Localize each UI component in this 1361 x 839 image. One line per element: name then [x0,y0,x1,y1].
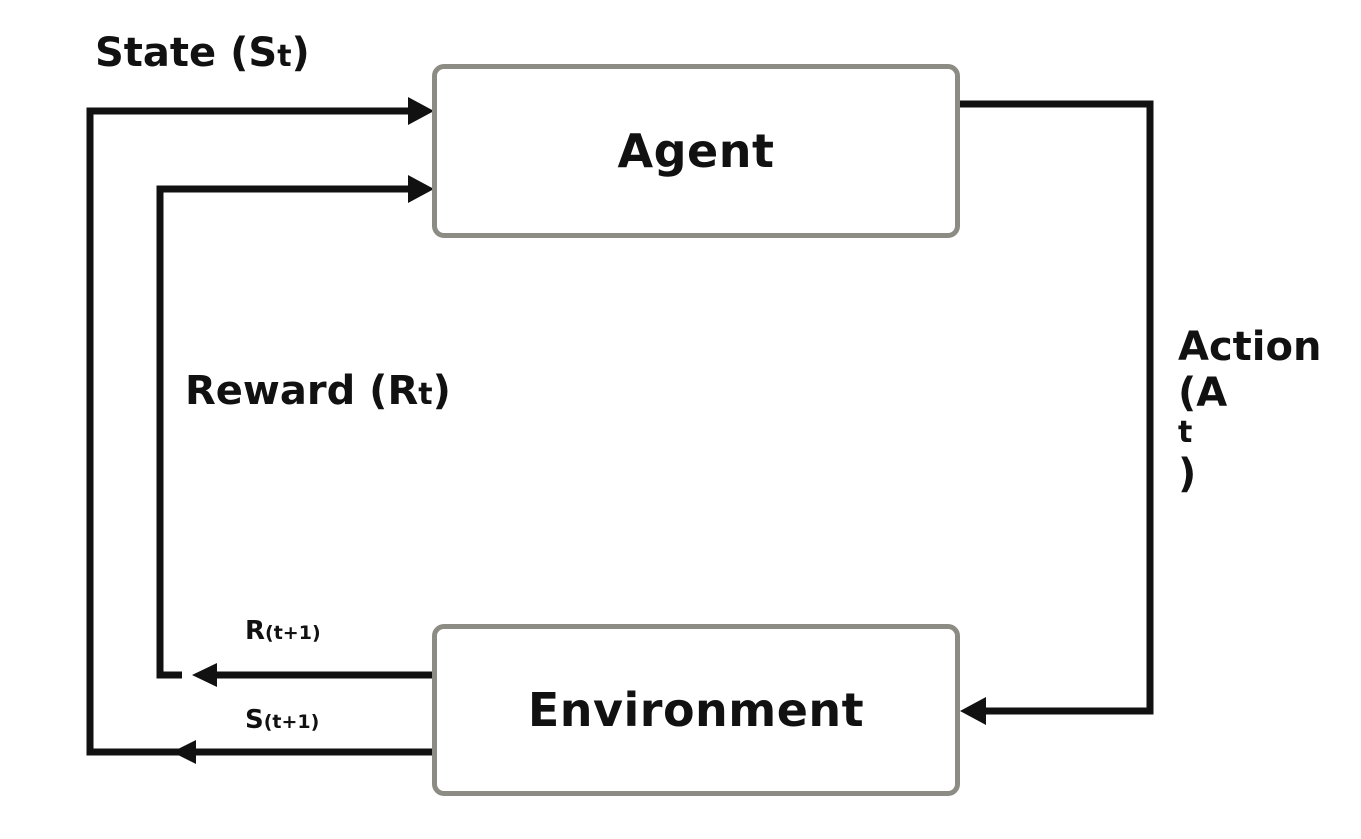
reward-label-text: Reward (R [185,368,419,414]
action-label-open: (A [1178,370,1228,416]
state-next-text: S [245,705,264,735]
reward-next-text: R [245,616,266,646]
reward-next-subscript: (t+1) [265,622,321,644]
s-next-arrowhead [172,740,196,764]
agent-label: Agent [617,124,775,178]
r-next-arrowhead [192,663,217,687]
action-connector [960,100,1154,715]
environment-box: Environment [432,624,960,796]
state-label-text: State (S [95,30,278,76]
action-label-subscript: t [1178,415,1193,450]
reward-label: Reward (Rt) [185,368,451,414]
state-arrowhead [408,97,434,125]
state-label-close: ) [291,30,310,76]
state-label: State (St) [95,30,310,76]
state-next-label: S(t+1) [245,705,319,735]
agent-box: Agent [432,64,960,238]
environment-label: Environment [527,683,865,737]
action-arrowhead [960,697,986,725]
action-label-line1: Action [1178,324,1322,370]
action-label-close: ) [1178,450,1197,497]
state-connector [86,107,432,756]
reward-arrowhead [408,175,434,203]
reward-next-label: R(t+1) [245,616,321,646]
state-label-subscript: t [277,39,292,74]
reward-connector-upper [156,185,410,679]
reward-label-close: ) [432,368,451,414]
reward-label-subscript: t [418,377,433,412]
state-next-subscript: (t+1) [263,711,320,733]
